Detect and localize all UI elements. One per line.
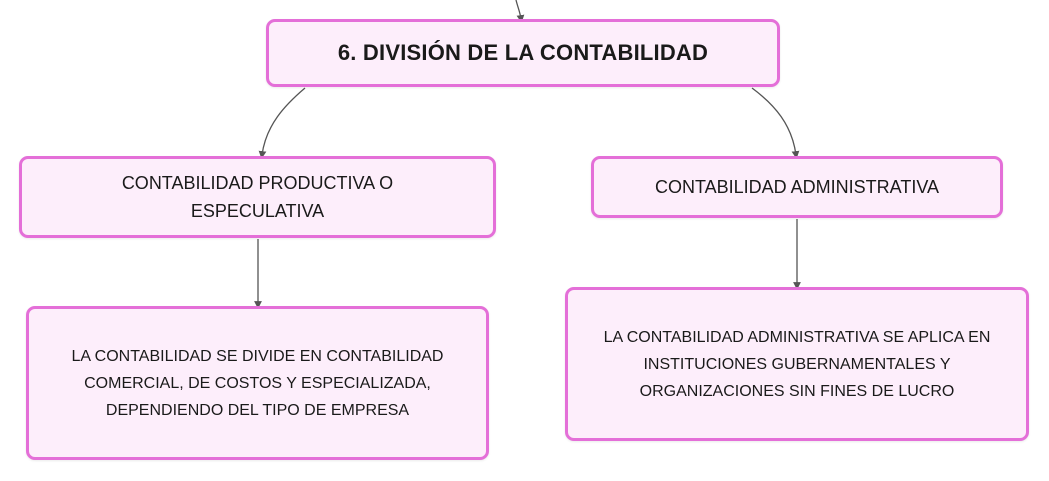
connector-from-parent bbox=[515, 0, 525, 23]
connector-title-to-administrativa bbox=[751, 87, 800, 159]
connector-title-to-productiva bbox=[258, 87, 306, 159]
description-text-administrativa: LA CONTABILIDAD ADMINISTRATIVA SE APLICA… bbox=[603, 328, 991, 400]
description-node-productiva[interactable]: LA CONTABILIDAD SE DIVIDE EN CONTABILIDA… bbox=[26, 306, 489, 460]
description-text-productiva: LA CONTABILIDAD SE DIVIDE EN CONTABILIDA… bbox=[71, 347, 444, 419]
branch-label-productiva: CONTABILIDAD PRODUCTIVA O ESPECULATIVA bbox=[121, 173, 394, 221]
branch-label-administrativa: CONTABILIDAD ADMINISTRATIVA bbox=[654, 176, 940, 197]
branch-node-productiva[interactable]: CONTABILIDAD PRODUCTIVA O ESPECULATIVA bbox=[19, 156, 496, 238]
diagram-title: 6. DIVISIÓN DE LA CONTABILIDAD bbox=[337, 40, 709, 65]
branch-node-administrativa[interactable]: CONTABILIDAD ADMINISTRATIVA bbox=[591, 156, 1003, 218]
description-node-administrativa[interactable]: LA CONTABILIDAD ADMINISTRATIVA SE APLICA… bbox=[565, 287, 1029, 441]
diagram-title-node[interactable]: 6. DIVISIÓN DE LA CONTABILIDAD bbox=[266, 19, 780, 87]
